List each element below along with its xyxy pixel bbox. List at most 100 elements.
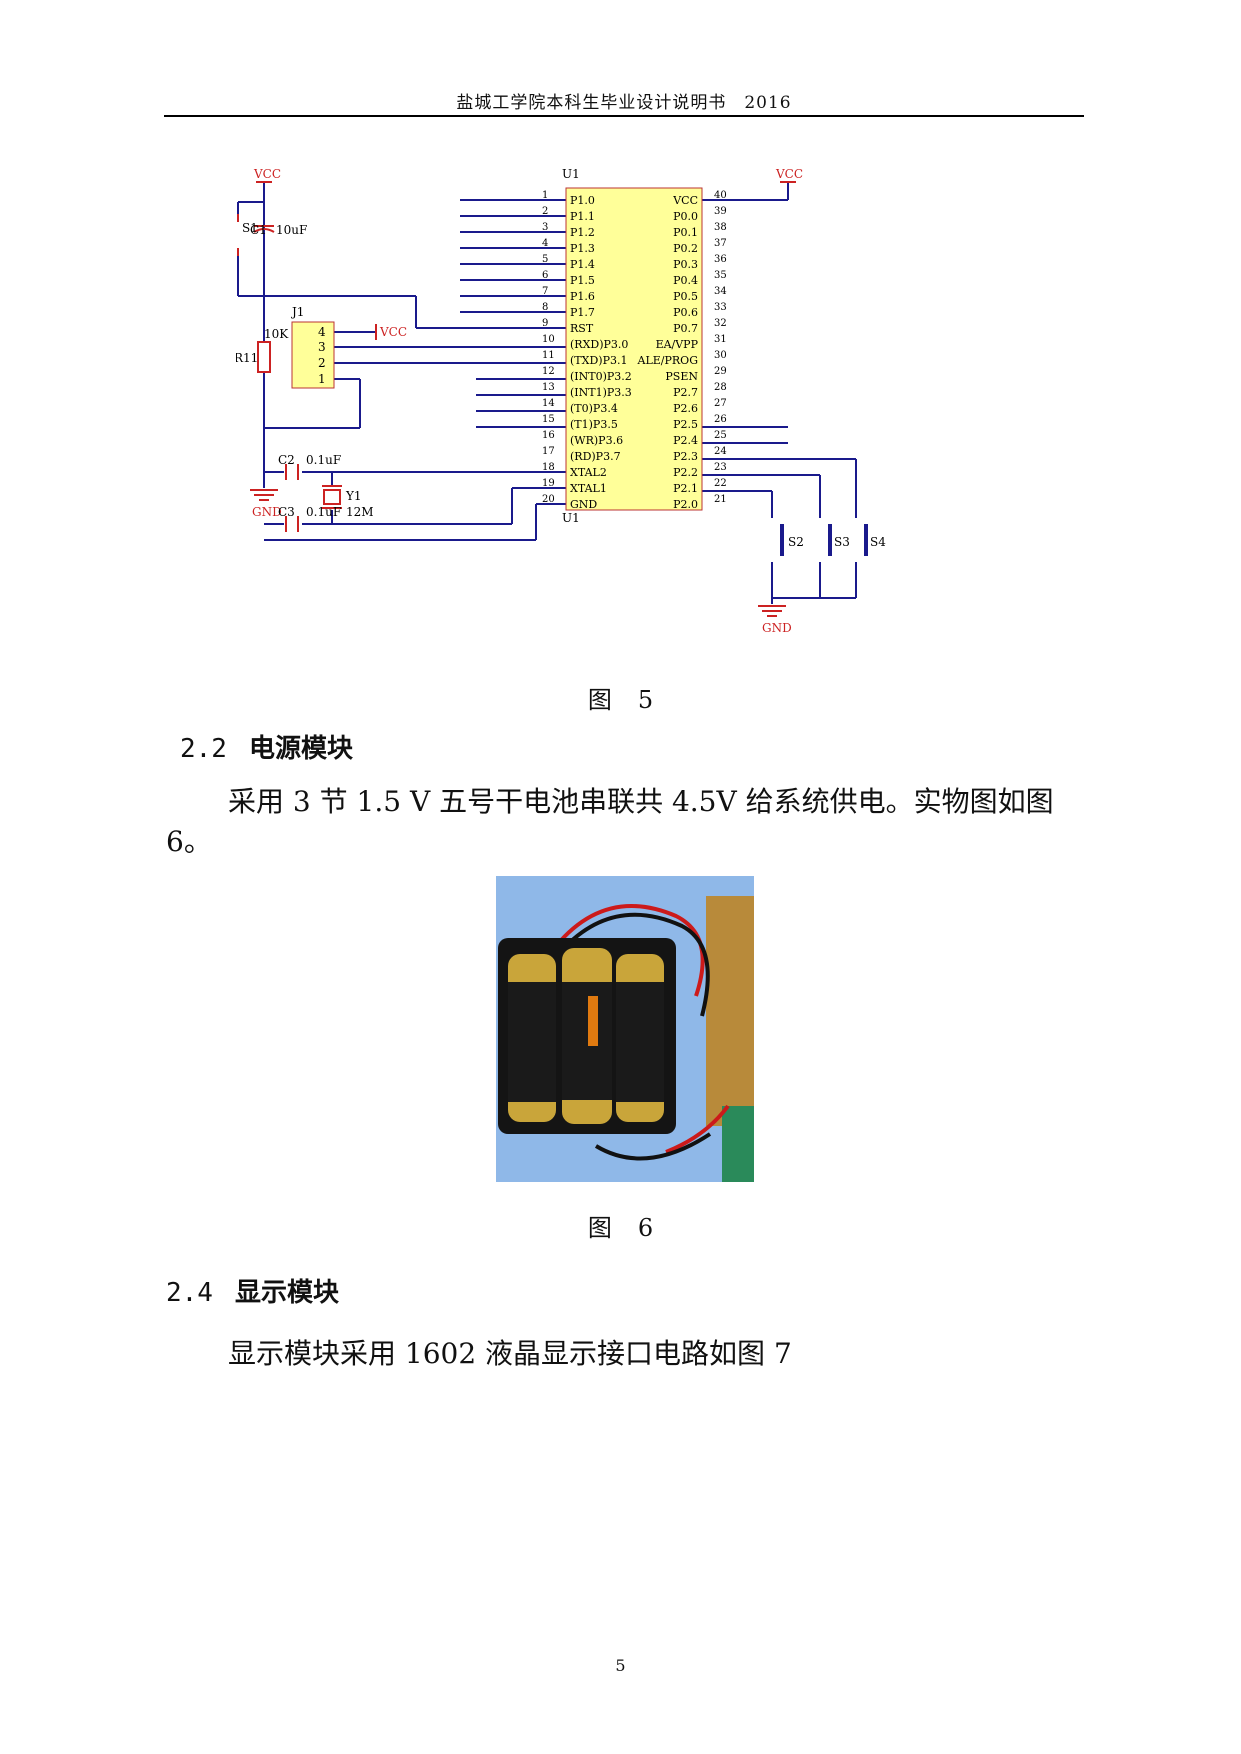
chip-pin-number: 7 xyxy=(542,286,548,297)
chip-pin-number: 3 xyxy=(542,222,548,233)
chip-pin-number: 28 xyxy=(714,382,727,393)
u1-label-bottom: U1 xyxy=(562,511,580,525)
chip-pin-name: (INT1)P3.3 xyxy=(570,386,632,399)
section-heading-power: 2.2 电源模块 xyxy=(180,728,353,765)
r11-value: 10K xyxy=(264,327,289,341)
chip-pin-name: P0.0 xyxy=(673,210,698,223)
c1-value: 10uF xyxy=(276,223,307,237)
r11-label: R11 xyxy=(236,351,258,365)
chip-pin-number: 33 xyxy=(714,302,727,313)
chip-pin-name: P2.4 xyxy=(673,434,698,447)
chip-pin-name: P1.6 xyxy=(570,290,595,303)
schematic-labels: U1 U1 VCC VCC VCC GND GND S1 C1 10uF J1 … xyxy=(236,167,886,635)
chip-pin-number: 2 xyxy=(542,206,548,217)
chip-pin-name: P1.2 xyxy=(570,226,595,239)
chip-pin-name: P1.3 xyxy=(570,242,595,255)
chip-pin-number: 11 xyxy=(542,350,555,361)
chip-pin-number: 13 xyxy=(542,382,555,393)
chip-pin-number: 21 xyxy=(714,494,727,505)
c3-value: 0.1uF xyxy=(306,505,341,519)
chip-pin-name: P2.0 xyxy=(673,498,698,511)
chip-pin-number: 10 xyxy=(542,334,555,345)
chip-pin-number: 15 xyxy=(542,414,555,425)
chip-pin-name: XTAL1 xyxy=(570,482,607,495)
figure-6-label: 图 xyxy=(587,1214,612,1242)
section-number: 2.4 xyxy=(166,1278,213,1308)
vcc-label-left: VCC xyxy=(253,167,281,181)
chip-pin-name: P0.5 xyxy=(673,290,698,303)
u1-chip xyxy=(565,187,703,511)
chip-pin-number: 22 xyxy=(714,478,727,489)
section-title: 显示模块 xyxy=(234,1278,339,1308)
page-number: 5 xyxy=(615,1656,626,1675)
y1-value: 12M xyxy=(346,505,374,519)
chip-pin-number: 4 xyxy=(542,238,548,249)
chip-pin-name: P1.1 xyxy=(570,210,595,223)
schematic-wires xyxy=(237,182,857,604)
chip-pin-number: 25 xyxy=(714,430,727,441)
c2-value: 0.1uF xyxy=(306,453,341,467)
chip-pin-name: (TXD)P3.1 xyxy=(570,354,627,367)
gnd-label-left: GND xyxy=(252,505,282,519)
s2-label: S2 xyxy=(788,535,804,549)
chip-pin-name: P0.7 xyxy=(673,322,698,335)
chip-pin-number: 29 xyxy=(714,366,727,377)
chip-pin-name: VCC xyxy=(672,194,698,207)
j1-pin-1: 1 xyxy=(318,372,326,386)
chip-pin-name: RST xyxy=(570,322,594,335)
chip-pin-number: 38 xyxy=(714,222,727,233)
chip-pin-name: P2.2 xyxy=(673,466,698,479)
chip-pin-number: 23 xyxy=(714,462,727,473)
j1-pin-2: 2 xyxy=(318,356,326,370)
chip-pin-name: P1.4 xyxy=(570,258,595,271)
s1-label: S1 xyxy=(242,221,258,235)
chip-pin-number: 14 xyxy=(542,398,555,409)
battery-holder-photo xyxy=(496,876,754,1182)
j1-label: J1 xyxy=(290,305,304,319)
display-paragraph: 显示模块采用 1602 液晶显示接口电路如图 7 xyxy=(228,1337,792,1370)
figure-5-label: 图 xyxy=(587,686,612,714)
gnd-label-right: GND xyxy=(762,621,792,635)
y1-label: Y1 xyxy=(345,489,362,503)
section-number: 2.2 xyxy=(180,734,227,764)
chip-pin-name: (RD)P3.7 xyxy=(570,450,621,463)
chip-pin-number: 36 xyxy=(714,254,727,265)
chip-pin-number: 20 xyxy=(542,494,555,505)
chip-pin-number: 5 xyxy=(542,254,548,265)
chip-pin-name: ALE/PROG xyxy=(637,354,698,367)
j1-pin-4: 4 xyxy=(318,325,326,339)
chip-pin-name: P0.2 xyxy=(673,242,698,255)
chip-pin-number: 9 xyxy=(542,318,548,329)
s4-label: S4 xyxy=(870,535,886,549)
power-paragraph-line-1: 采用 3 节 1.5 V 五号干电池串联共 4.5V 给系统供电。实物图如图 xyxy=(228,785,1054,818)
chip-pin-number: 1 xyxy=(542,190,548,201)
chip-pin-number: 26 xyxy=(714,414,727,425)
chip-pin-name: PSEN xyxy=(665,370,698,383)
section-title: 电源模块 xyxy=(248,734,353,764)
chip-pin-number: 31 xyxy=(714,334,727,345)
chip-pin-number: 12 xyxy=(542,366,555,377)
header-title: 盐城工学院本科生毕业设计说明书 xyxy=(456,93,727,113)
chip-pin-name: GND xyxy=(570,498,597,511)
chip-pin-name: P2.5 xyxy=(673,418,698,431)
c2-label: C2 xyxy=(278,453,295,467)
chip-pin-name: P2.1 xyxy=(673,482,698,495)
chip-pin-name: XTAL2 xyxy=(570,466,607,479)
u1-label-top: U1 xyxy=(562,167,580,181)
j1-connector xyxy=(291,321,335,389)
chip-pin-number: 6 xyxy=(542,270,548,281)
chip-pin-number: 34 xyxy=(714,286,727,297)
chip-pin-number: 39 xyxy=(714,206,727,217)
chip-pin-name: EA/VPP xyxy=(656,338,699,351)
chip-pin-number: 40 xyxy=(714,190,727,201)
chip-pin-name: P0.3 xyxy=(673,258,698,271)
chip-pin-number: 19 xyxy=(542,478,555,489)
chip-pin-number: 27 xyxy=(714,398,727,409)
chip-pin-name: P1.7 xyxy=(570,306,595,319)
s3-label: S3 xyxy=(834,535,850,549)
chip-pin-name: P0.4 xyxy=(673,274,698,287)
figure-5-number: 5 xyxy=(637,686,654,714)
